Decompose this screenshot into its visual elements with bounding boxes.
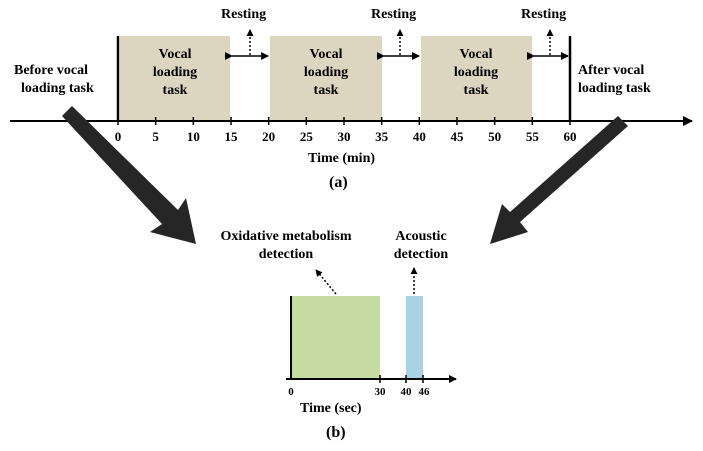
caption-b: (b) [326, 424, 346, 441]
axis-a-tick-label-50: 50 [488, 129, 502, 144]
connector-arrow-right [490, 116, 628, 244]
after-line2: loading task [578, 81, 651, 96]
after-line1: After vocal [578, 63, 645, 78]
task-3-line3: task [463, 83, 489, 98]
task-3-line2: loading [453, 65, 499, 80]
acoustic-line1: Acoustic [395, 229, 447, 244]
resting-arrow-2 [377, 29, 420, 60]
oxidative-line2: detection [258, 247, 314, 262]
resting-label-1: Resting [221, 7, 267, 22]
axis-a-tick-label-60: 60 [563, 129, 577, 144]
axis-a-tick-label-55: 55 [525, 129, 539, 144]
after-task-label: After vocal loading task [578, 62, 651, 98]
task-block-3 [421, 36, 532, 120]
oxidative-detection-label: Oxidative metabolism detection [196, 228, 376, 264]
resting-label-2: Resting [371, 7, 417, 22]
axis-a-tick-label-25: 25 [299, 129, 313, 144]
task-3-line1: Vocal [459, 47, 493, 62]
acoustic-detection-label: Acoustic detection [376, 228, 466, 264]
before-task-label: Before vocal loading task [14, 62, 94, 98]
axis-b-tick-label-0: 0 [288, 386, 294, 398]
task-1-line1: Vocal [158, 47, 192, 62]
axis-a-tick-label-10: 10 [186, 129, 200, 144]
axis-a-tick-label-5: 5 [152, 129, 159, 144]
axis-a-tick-label-45: 45 [450, 129, 464, 144]
vocal-loading-task-blocks [120, 36, 532, 120]
axis-label-min: Time (min) [308, 151, 376, 166]
resting-arrow-3 [527, 29, 569, 60]
task-2-line2: loading [303, 65, 349, 80]
acoustic-detection-block [406, 296, 423, 378]
axis-b-tick-label-40: 40 [400, 386, 412, 398]
before-line2: loading task [21, 81, 94, 96]
connector-arrow-left [62, 106, 196, 244]
task-2-line1: Vocal [309, 47, 343, 62]
resting-arrow-1 [225, 29, 269, 60]
task-1-line2: loading [152, 65, 198, 80]
resting-label-3: Resting [521, 7, 567, 22]
oxidative-line1: Oxidative metabolism [220, 229, 352, 244]
caption-a: (a) [329, 174, 348, 191]
task-label-1: Vocal loading task [130, 46, 220, 100]
oxidative-detection-block [292, 296, 380, 378]
axis-b-tick-label-30: 30 [374, 386, 386, 398]
task-label-3: Vocal loading task [431, 46, 521, 100]
axis-a-tick-label-30: 30 [337, 129, 351, 144]
axis-a-tick-label-20: 20 [262, 129, 276, 144]
axis-b-tick-label-46: 46 [418, 386, 430, 398]
axis-a-tick-label-40: 40 [412, 129, 426, 144]
oxidative-pointer-arrow [315, 269, 337, 295]
task-block-1 [120, 36, 230, 120]
task-1-line3: task [162, 83, 188, 98]
axis-a-tick-label-0: 0 [114, 129, 122, 144]
before-line1: Before vocal [14, 63, 88, 78]
task-2-line3: task [313, 83, 339, 98]
acoustic-line2: detection [393, 247, 449, 262]
axis-a-ticks [117, 117, 571, 125]
axis-a-tick-label-15: 15 [224, 129, 238, 144]
task-block-2 [270, 36, 382, 120]
task-label-2: Vocal loading task [281, 46, 371, 100]
axis-label-sec: Time (sec) [300, 401, 362, 416]
axis-a-tick-label-35: 35 [375, 129, 389, 144]
